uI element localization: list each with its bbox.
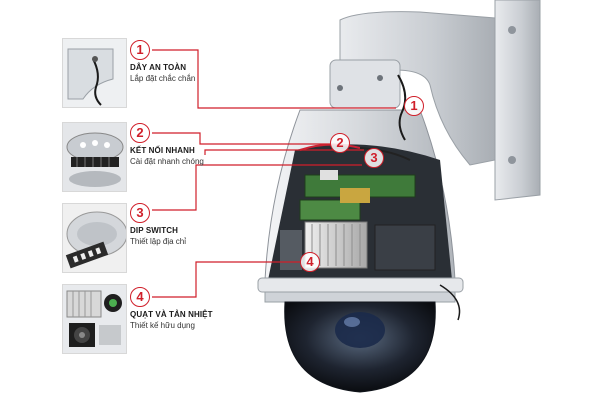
housing-ring bbox=[257, 277, 464, 293]
callout-subtitle: Lắp đặt chắc chắn bbox=[130, 74, 196, 83]
thumbnail-safety-cable bbox=[62, 38, 127, 108]
thumbnail-fan-heatsink bbox=[62, 284, 127, 354]
thumbnail-quick-connect bbox=[62, 122, 127, 192]
marker-4: 4 bbox=[300, 252, 320, 272]
callout-number: 4 bbox=[130, 287, 150, 307]
thumbnail-dip-switch bbox=[62, 203, 127, 273]
callout-number: 3 bbox=[130, 203, 150, 223]
safety-cable bbox=[397, 74, 407, 141]
callout-fan-heatsink: 4 QUẠT VÀ TẢN NHIỆT Thiết kế hữu dụng bbox=[130, 287, 250, 330]
callout-dip-switch: 3 DIP SWITCH Thiết lập địa chỉ bbox=[130, 203, 250, 246]
wall-bracket bbox=[329, 0, 541, 201]
leader-lines bbox=[152, 49, 396, 298]
callout-title: DÂY AN TOÀN bbox=[130, 63, 187, 72]
callout-safety-cable: 1 DÂY AN TOÀN Lắp đặt chắc chắn bbox=[130, 40, 250, 83]
callout-number: 1 bbox=[130, 40, 150, 60]
marker-1: 1 bbox=[404, 96, 424, 116]
marker-3: 3 bbox=[364, 148, 384, 168]
callout-title: QUẠT VÀ TẢN NHIỆT bbox=[130, 310, 213, 319]
marker-2: 2 bbox=[330, 133, 350, 153]
callout-quick-connect: 2 KẾT NỐI NHANH Cài đặt nhanh chóng bbox=[130, 123, 250, 166]
callout-title: DIP SWITCH bbox=[130, 226, 178, 235]
callout-subtitle: Thiết lập địa chỉ bbox=[130, 237, 187, 246]
callout-subtitle: Thiết kế hữu dụng bbox=[130, 321, 195, 330]
callout-title: KẾT NỐI NHANH bbox=[130, 146, 195, 155]
callout-number: 2 bbox=[130, 123, 150, 143]
camera-housing bbox=[264, 109, 456, 281]
callout-subtitle: Cài đặt nhanh chóng bbox=[130, 157, 204, 166]
